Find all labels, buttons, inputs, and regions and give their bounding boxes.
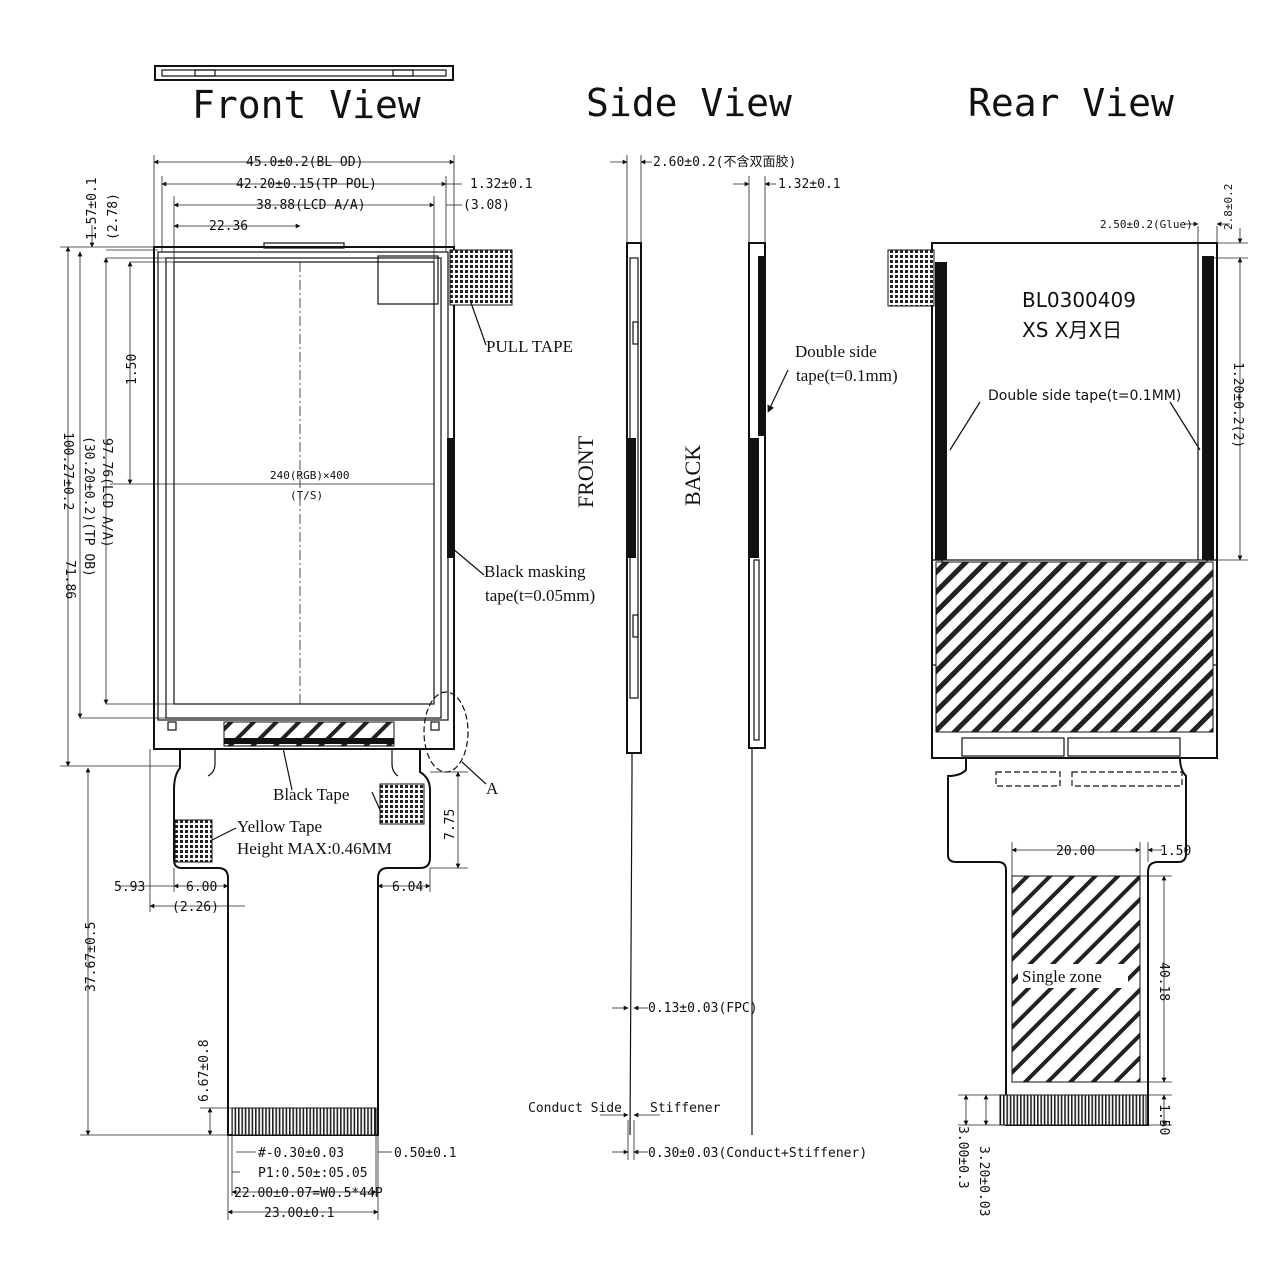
- rear-v-3-00-dim: 3.00±0.3: [955, 1126, 970, 1189]
- fpc-width-dim: 23.00±0.1: [264, 1206, 334, 1221]
- front-dimensions: [60, 155, 468, 1220]
- v-7-75-dim: 7.75: [443, 809, 458, 840]
- h-2-26-dim: (2.26): [172, 900, 219, 915]
- single-zone-label: Single zone: [1022, 967, 1102, 986]
- lcd-aa-width-dim: 38.88(LCD A/A): [256, 198, 366, 213]
- half-width-dim: 22.36: [209, 219, 248, 234]
- h-6-04-dim: 6.04: [392, 880, 423, 895]
- pins-total-dim: 22.00±0.07=W0.5*44P: [234, 1186, 383, 1201]
- lcd-aa-height-dim: 97.76(LCD A/A): [99, 438, 114, 548]
- detail-a-label: A: [486, 779, 499, 798]
- offset-1-32-dim: 1.32±0.1: [470, 177, 533, 192]
- v-1-57-dim: 1.57±0.1: [85, 177, 100, 240]
- rear-w-20-dim: 20.00: [1056, 844, 1095, 859]
- pin-gap-dim: 0.50±0.1: [394, 1146, 457, 1161]
- tp-ob-dim: (30.20±0.2)(TP OB): [81, 436, 96, 577]
- stiffener-label: Stiffener: [650, 1101, 721, 1116]
- gold-fingers: [231, 1107, 377, 1136]
- black-tape-label: Black Tape: [273, 785, 349, 804]
- v-1-50-dim: 1.50: [125, 354, 140, 385]
- h-6-00-dim: 6.00: [186, 880, 217, 895]
- lcd-outline: [165, 257, 442, 719]
- active-area: [173, 261, 435, 705]
- v-6-67-dim: 6.67±0.8: [197, 1039, 212, 1102]
- black-masking-tape: [447, 438, 453, 558]
- back-side-label: BACK: [680, 445, 705, 506]
- side-thickness-dim: 2.60±0.2(不含双面胶): [653, 154, 796, 170]
- v-37-67-dim: 37.67±0.5: [84, 922, 99, 992]
- black-mask-label-1: Black masking: [484, 562, 586, 581]
- rear-tape-right: [1202, 256, 1214, 560]
- double-side-label-2: tape(t=0.1mm): [796, 366, 898, 385]
- front-side-label: FRONT: [573, 435, 598, 508]
- height-100-dim: 100.27±0.2: [60, 432, 75, 510]
- yellow-tape: [174, 819, 213, 863]
- pull-tape: [449, 249, 513, 306]
- rear-double-tape-label: Double side tape(t=0.1MM): [988, 388, 1181, 404]
- rear-w-1-50-dim: 1.50: [1160, 844, 1191, 859]
- resolution-label: 240(RGB)×400: [270, 469, 349, 482]
- v-2-78-dim: (2.78): [106, 193, 121, 240]
- rear-view-title: Rear View: [968, 81, 1174, 125]
- pitch-dim: P1:0.50±:05.05: [258, 1166, 368, 1181]
- rear-v-1-20-dim: 1.20±0.2(2): [1230, 362, 1245, 448]
- rear-tape-left: [935, 262, 947, 560]
- rear-v-3-20-dim: 3.20±0.03: [976, 1146, 991, 1216]
- rear-date-code: XS X月X日: [1022, 318, 1122, 342]
- black-tape: [379, 783, 425, 825]
- rear-v-2-8-dim: 2.8±0.2: [1222, 184, 1235, 230]
- rear-outline: [931, 242, 1218, 759]
- rear-v-40-18-dim: 40.18: [1156, 962, 1171, 1001]
- side-view-title: Side View: [586, 81, 792, 125]
- pull-tape-window: [377, 255, 439, 305]
- glue-dim: 2.50±0.2(Glue): [1100, 218, 1193, 231]
- bl-od-dim: 45.0±0.2(BL OD): [246, 155, 363, 170]
- tp-outline: [157, 251, 449, 721]
- top-edge-view: [154, 65, 454, 81]
- rear-pull-tape: [887, 249, 935, 307]
- h-5-93-dim: 5.93: [114, 880, 145, 895]
- yellow-tape-label: Yellow Tape: [237, 817, 322, 836]
- double-side-label-1: Double side: [795, 342, 877, 361]
- pin-width-dim: #-0.30±0.03: [258, 1146, 344, 1161]
- rear-hatched-area: [935, 561, 1214, 733]
- rear-part-number: BL0300409: [1022, 288, 1136, 312]
- fpc-thickness-dim: 0.13±0.03(FPC): [648, 1001, 758, 1016]
- pull-tape-label: PULL TAPE: [486, 337, 573, 356]
- height-71-dim: 71.86: [62, 560, 77, 599]
- rear-view: 2.50±0.2(Glue) 2.8±0.2 1.20±0.2(2) BL030…: [887, 184, 1248, 1216]
- front-view: 45.0±0.2(BL OD) 42.20±0.15(TP POL) 38.88…: [60, 65, 595, 1221]
- tp-pol-dim: 42.20±0.15(TP POL): [236, 177, 377, 192]
- rear-gold-fingers: [999, 1094, 1147, 1126]
- offset-3-08-dim: (3.08): [463, 198, 510, 213]
- ts-label: (T/S): [290, 489, 323, 502]
- bl-outline: [153, 246, 455, 750]
- black-mask-label-2: tape(t=0.05mm): [485, 586, 595, 605]
- conduct-side-label: Conduct Side: [528, 1101, 622, 1116]
- front-view-title: Front View: [192, 83, 421, 127]
- height-max-label: Height MAX:0.46MM: [237, 839, 392, 858]
- conduct-stiffener-dim: 0.30±0.03(Conduct+Stiffener): [648, 1146, 867, 1161]
- side-view: 2.60±0.2(不含双面胶) 1.32±0.1 Double side tap…: [528, 154, 898, 1161]
- side-tp-thickness-dim: 1.32±0.1: [778, 177, 841, 192]
- rear-v-1-50-dim: 1.50: [1156, 1104, 1171, 1135]
